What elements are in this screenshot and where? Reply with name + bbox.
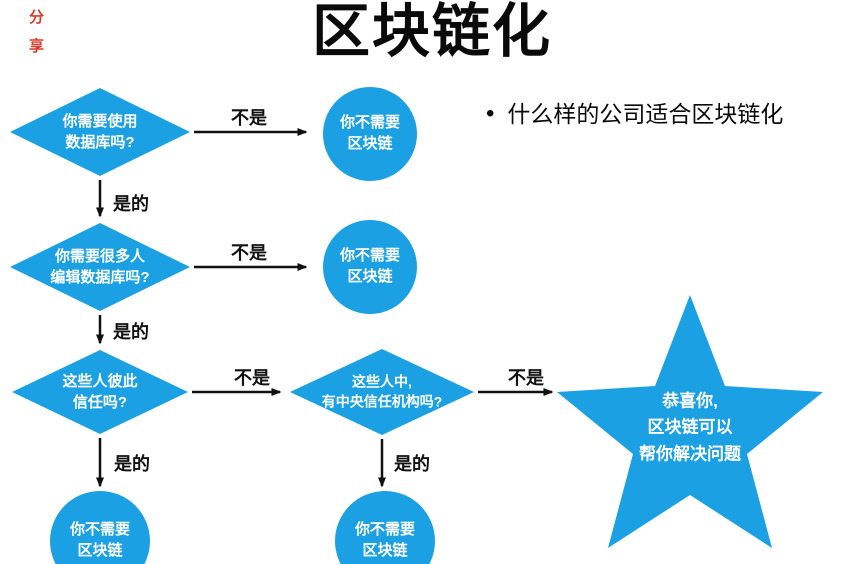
edge-label-yes-1: 是的	[113, 194, 149, 214]
edge-label-yes-3: 是的	[114, 454, 150, 474]
edge-label-no-4: 不是	[508, 368, 544, 388]
bullet-marker: •	[486, 100, 495, 127]
decision-diamond-central-authority	[290, 349, 474, 435]
edge-label-no-2: 不是	[231, 243, 267, 263]
end-circle-1	[323, 87, 417, 181]
edge-label-yes-2: 是的	[113, 322, 149, 342]
end-circle-4	[335, 491, 435, 564]
watermark-text: 分 享	[29, 9, 45, 55]
decision-diamond-database	[10, 88, 190, 176]
end-circle-3	[50, 491, 150, 564]
bullet-text: 什么样的公司适合区块链化	[507, 101, 784, 127]
decision-diamond-many-editors	[10, 223, 190, 311]
edge-label-yes-4: 是的	[394, 454, 430, 474]
page-title: 区块链化	[311, 0, 552, 64]
edge-label-no-3: 不是	[234, 368, 270, 388]
bullet-point: • 什么样的公司适合区块链化	[486, 100, 784, 129]
result-star	[557, 295, 823, 548]
decision-diamond-trust	[12, 350, 188, 434]
edge-label-no-1: 不是	[231, 108, 267, 128]
end-circle-2	[323, 220, 417, 314]
